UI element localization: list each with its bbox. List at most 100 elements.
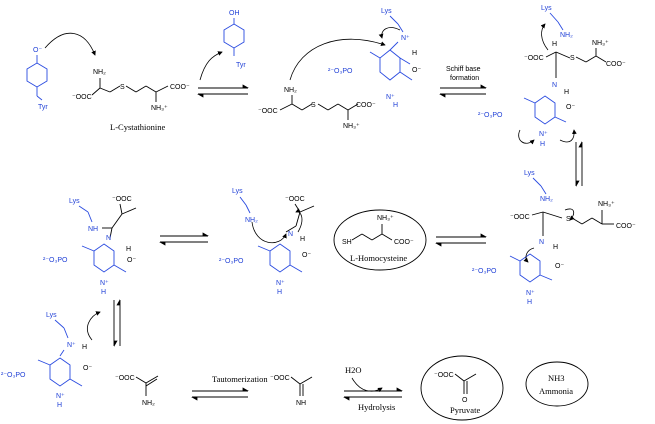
quinonoid-intermediate: Lys NH₂ ⁻OOC S COO⁻ NH₃⁺ N H O⁻ ²⁻O₃PO N… [472, 170, 636, 306]
aa-nh2: NH₂ [142, 400, 155, 407]
lys-1: Lys [381, 8, 392, 15]
tyr-o-minus: O⁻ [33, 47, 42, 54]
equilibrium-arrow-1 [197, 84, 249, 98]
li-h: H [300, 236, 305, 243]
label-h2o: H2O [345, 365, 362, 375]
cys-nh2: NH₂ [93, 69, 106, 76]
ea1-sulfur: S [570, 55, 575, 62]
substrate-amine-1: NH₂ ⁻OOC S COO⁻ NH₃⁺ [258, 87, 376, 130]
ea1-h: H [552, 41, 557, 48]
tyr-label: Tyr [38, 104, 48, 111]
qi-phosphate: ²⁻O₃PO [472, 268, 497, 275]
label-tautomerization: Tautomerization [212, 374, 268, 384]
equilibrium-arrow-3 [575, 141, 583, 187]
gd-nplus: N⁺ [100, 280, 109, 287]
ea1-h2: H [564, 89, 569, 96]
qi-coo-right: COO⁻ [616, 223, 636, 230]
tyr-label-2: Tyr [236, 62, 246, 69]
pyruvate-structure: ⁻OOC O Pyruvate [420, 355, 504, 421]
qi-n: N [539, 239, 544, 246]
label-nh3: NH3 [548, 373, 565, 383]
sub1-sulfur: S [311, 102, 316, 109]
cys-coo-right: COO⁻ [170, 84, 190, 91]
gd-h2: H [101, 289, 106, 296]
sub1-coo-right: COO⁻ [356, 102, 376, 109]
equilibrium-arrow-8 [343, 387, 403, 401]
li-nh2: NH₂ [245, 217, 258, 224]
electron-arrow-11 [87, 311, 101, 341]
gd-phosphate: ²⁻O₃PO [43, 257, 68, 264]
qi-o-minus: O⁻ [555, 263, 564, 270]
ir-nplus: N⁺ [67, 342, 76, 349]
electron-arrow-8 [523, 247, 535, 263]
ea1-h3: H [540, 141, 545, 148]
lys-4: Lys [232, 188, 243, 195]
plp1-nh: N⁺ [386, 94, 395, 101]
label-pyruvate: Pyruvate [450, 405, 480, 415]
electron-arrow-4 [540, 23, 549, 51]
plp1-h: H [412, 50, 417, 57]
ip-coo: ⁻OOC [270, 375, 290, 382]
hcy-sh: SH [342, 239, 352, 246]
plp1-o-minus: O⁻ [412, 67, 421, 74]
lys-6: Lys [46, 312, 57, 319]
qi-nh2: NH₂ [540, 196, 553, 203]
equilibrium-arrow-4 [435, 233, 487, 247]
li-n: N [288, 231, 293, 238]
cys-sulfur: S [120, 84, 125, 91]
li-o-minus: O⁻ [302, 252, 311, 259]
qi-nh3: NH₃⁺ [598, 201, 615, 208]
gd-h: H [126, 246, 131, 253]
ea1-nplus: N⁺ [539, 131, 548, 138]
plp1-h2: H [393, 102, 398, 109]
lys-5: Lys [69, 198, 80, 205]
gem-diamine-intermediate: Lys NH ⁻OOC N H O⁻ ²⁻O₃PO N⁺ H [43, 196, 136, 296]
electron-arrow-7 [564, 208, 575, 221]
label-ammonia: Ammonia [539, 386, 573, 396]
electron-arrow-3 [289, 38, 386, 81]
qi-coo: ⁻OOC [510, 214, 530, 221]
gd-nh: NH [88, 226, 98, 233]
electron-arrow-2 [378, 27, 401, 39]
sub1-nh3: NH₃⁺ [343, 123, 360, 130]
label-hydrolysis: Hydrolysis [358, 402, 395, 412]
equilibrium-arrow-7 [191, 387, 249, 401]
sub1-nh2: NH₂ [284, 87, 297, 94]
cystathionine-structure: NH₂ ⁻OOC S COO⁻ NH₃⁺ [72, 69, 190, 112]
li-phosphate: ²⁻O₃PO [219, 258, 244, 265]
ea1-nh3: NH₃⁺ [592, 40, 609, 47]
equilibrium-arrow-5 [159, 232, 209, 246]
qi-h: H [553, 244, 558, 251]
homocysteine-structure: NH₃⁺ SH COO⁻ L-Homocysteine [333, 209, 427, 271]
aa-coo: ⁻OOC [115, 375, 135, 382]
ir-h: H [82, 344, 87, 351]
ea1-phosphate: ²⁻O₃PO [478, 112, 503, 119]
label-schiff-2: formation [450, 75, 479, 82]
iminopyruvate-structure: ⁻OOC NH [270, 375, 313, 407]
plp-lys-aldimine-1: Lys N⁺ H O⁻ ²⁻O₃PO N⁺ H [328, 8, 421, 109]
cys-nh3: NH₃⁺ [151, 105, 168, 112]
lys-attack-intermediate: Lys NH₂ ⁻OOC N H O⁻ ²⁻O₃PO N⁺ H [219, 188, 315, 296]
sub1-coo: ⁻OOC [258, 108, 278, 115]
pyr-o: O [462, 397, 468, 404]
tyrosine-oh-structure: OH Tyr [223, 10, 246, 69]
ea1-n: N [552, 82, 557, 89]
cys-coo-left: ⁻OOC [72, 94, 92, 101]
ir-nplus2: N⁺ [56, 393, 65, 400]
tyr-oh: OH [229, 10, 240, 17]
ea1-coo-right: COO⁻ [606, 61, 626, 68]
label-schiff-1: Schiff base [446, 66, 481, 73]
water-arrow [351, 377, 383, 393]
label-cystathionine: L-Cystathionine [110, 122, 165, 132]
arrow-to-tyr [199, 51, 223, 81]
li-h2: H [277, 289, 282, 296]
ea1-coo: ⁻OOC [524, 55, 544, 62]
hcy-coo: COO⁻ [394, 239, 414, 246]
qi-h2: H [527, 299, 532, 306]
plp1-n-plus: N⁺ [401, 35, 410, 42]
aminoacrylate-structure: ⁻OOC NH₂ [115, 375, 159, 407]
electron-arrow-10 [295, 208, 303, 233]
ea1-o-minus: O⁻ [566, 104, 575, 111]
equilibrium-arrow-2 [439, 84, 487, 98]
electron-arrow-5 [518, 129, 535, 145]
